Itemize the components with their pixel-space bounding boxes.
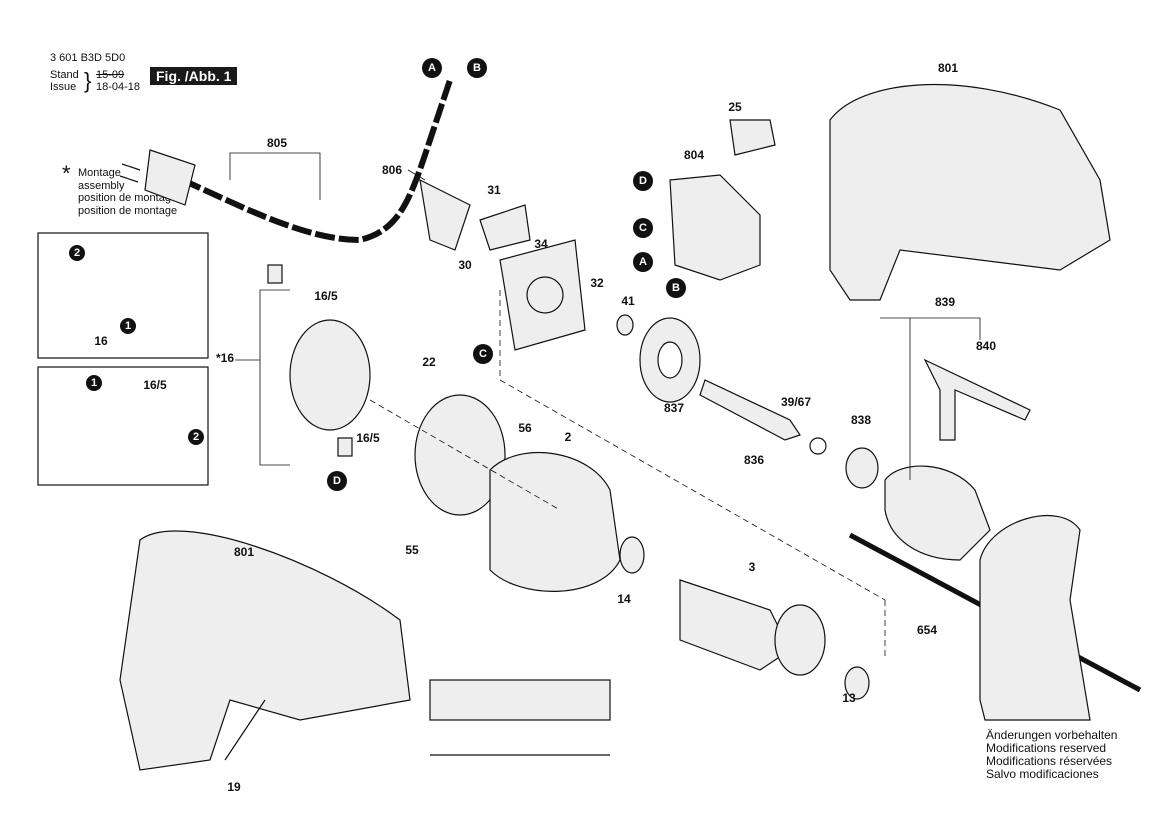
footer-line: Änderungen vorbehalten [986,728,1118,742]
part-label: 839 [934,295,956,309]
bearing-838 [845,447,879,489]
bearing-14 [619,536,645,574]
legend-line: Montage [78,167,121,179]
legend-symbol: * [62,161,71,186]
armature-side [429,679,611,721]
inset-step-number: 2 [188,429,204,445]
part-label: 804 [683,148,705,162]
stand-value: 15-09 [96,69,125,81]
inset-box-1 [37,232,209,359]
connector-callout: C [473,344,493,364]
part-label: 838 [850,413,872,427]
part-label: *16 [215,351,235,365]
inset-step-number: 1 [86,375,102,391]
stand-label: Stand [50,69,79,81]
issue-label: Issue [50,81,77,93]
part-label: 801 [937,61,959,75]
part-label: 837 [663,401,685,415]
part-label: 32 [590,276,604,290]
inset-step-number: 2 [69,245,85,261]
connector-callout: D [633,171,653,191]
part-label: 41 [621,294,635,308]
connector-callout: A [633,252,653,272]
cord-guard [419,178,471,251]
doc-number: 3 601 B3D 5D0 [50,52,126,64]
part-label: 16 [94,334,108,348]
power-cord [158,79,453,244]
connector-callout: B [467,58,487,78]
part-label: 2 [564,430,572,444]
switch-button [729,119,776,156]
footer-line: Modifications réservées [986,754,1113,768]
plug [144,149,196,206]
part-label: 16/5 [356,431,380,445]
housing-assembled [119,530,411,771]
part-label: 840 [975,339,997,353]
stator-2 [489,451,621,592]
part-label: 56 [518,421,532,435]
bearing-13 [844,666,870,700]
part-label: 30 [458,258,472,272]
legend-text: Montage assembly position de montage pos… [78,167,177,217]
part-label: 13 [842,691,856,705]
connector-callout: C [633,218,653,238]
connector-callout: B [666,278,686,298]
part-label: 654 [916,623,938,637]
part-label: 55 [405,543,419,557]
legend-line: assembly [78,179,125,192]
inset-box-2 [37,366,209,486]
part-label: 801 [233,545,255,559]
part-label: 3 [748,560,756,574]
part-label: 836 [743,453,765,467]
brush-holder-16 [289,319,371,431]
part-label: 19 [227,780,241,794]
side-handle [979,515,1091,721]
figure-label: Fig. /Abb. 1 [150,67,238,85]
connector-callout: D [327,471,347,491]
spindle-836 [699,379,801,441]
part-label: 14 [617,592,631,606]
inset-step-number: 1 [120,318,136,334]
part-label: 39/67 [780,395,812,409]
part-label: 805 [266,136,288,150]
armature-3 [679,579,791,671]
screw-19 [224,699,266,761]
cover-31 [479,204,531,251]
legend-line: position de montage [78,192,178,204]
chuck-key [923,358,1031,441]
part-label: 16/5 [314,289,338,303]
legend-line: position de montage [78,204,178,217]
chuck [884,465,991,561]
part-label: 806 [381,163,403,177]
part-label: 22 [422,355,436,369]
footer-line: Modifications reserved [986,741,1107,755]
issue-value: 18-04-18 [96,81,141,93]
part-label: 16/5 [143,378,167,392]
footer-notes: Änderungen vorbehalten Modifications res… [986,728,1118,781]
footer-line: Salvo modificaciones [986,767,1099,781]
ring-39-67 [809,437,827,455]
part-label: 31 [487,183,501,197]
part-label: 34 [534,237,548,251]
brush-16-5-bottom [337,437,353,457]
switch [669,174,761,281]
housing-half-top [829,84,1111,301]
connector-callout: A [422,58,442,78]
brush-16-5-top [267,264,283,284]
bearing-41 [616,314,634,336]
brace: } [84,68,92,93]
brush-housing [414,394,506,516]
part-label: 25 [728,100,742,114]
